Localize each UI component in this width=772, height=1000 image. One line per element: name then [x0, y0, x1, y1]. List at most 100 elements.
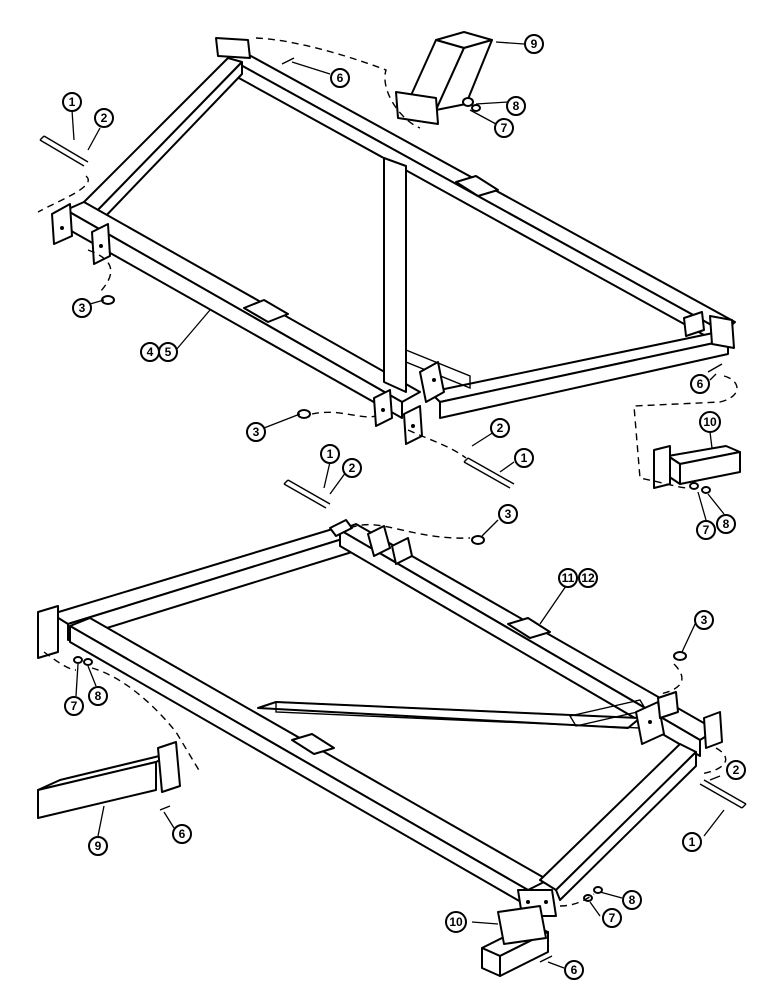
svg-text:1: 1: [327, 447, 334, 461]
svg-text:5: 5: [165, 345, 172, 359]
lower-tube-10: [481, 905, 549, 977]
callout-3-lower-right: 3: [694, 610, 714, 630]
svg-text:2: 2: [733, 763, 740, 777]
svg-text:8: 8: [95, 689, 102, 703]
upper-cross-brace: [405, 348, 471, 390]
svg-text:6: 6: [179, 827, 186, 841]
upper-dashed-lines: [37, 37, 738, 489]
lower-top-plate-b: [367, 525, 391, 557]
lower-short-beam-face: [555, 751, 697, 901]
callout-10-lower: 10: [445, 911, 467, 933]
upper-front-beam-face: [65, 209, 403, 419]
svg-text:7: 7: [609, 911, 616, 925]
lower-right-plate-a: [657, 691, 679, 719]
callout-7-lower-right: 7: [602, 908, 622, 928]
callout-2-upper-center: 2: [490, 418, 510, 438]
svg-text:7: 7: [71, 699, 78, 713]
lower-tube-10-plate: [497, 905, 547, 945]
upper-tube-10-plate: [653, 445, 671, 489]
svg-text:6: 6: [337, 71, 344, 85]
callout-3-upper-left: 3: [72, 298, 92, 318]
svg-text:9: 9: [95, 839, 102, 853]
lower-top-plate-c: [391, 537, 413, 565]
lower-tube-9: [37, 741, 181, 819]
callout-7-upper-top: 7: [494, 118, 514, 138]
upper-center-gusset: [419, 361, 445, 403]
callout-1-lower-top: 1: [320, 444, 340, 464]
svg-text:11: 11: [562, 571, 575, 585]
callout-8-lower-left: 8: [88, 686, 108, 706]
svg-text:3: 3: [253, 425, 260, 439]
lower-front-beam: [69, 617, 549, 891]
upper-tube-9-plate: [395, 91, 439, 125]
upper-top-plate: [215, 37, 251, 59]
svg-text:2: 2: [497, 421, 504, 435]
callout-3-upper-center: 3: [246, 422, 266, 442]
upper-left-plate-a: [51, 203, 73, 245]
svg-text:10: 10: [703, 415, 717, 429]
upper-right-beam: [429, 331, 729, 403]
svg-text:6: 6: [697, 377, 704, 391]
svg-text:8: 8: [513, 99, 520, 113]
svg-text:2: 2: [349, 461, 356, 475]
callout-6-lower-left: 6: [172, 824, 192, 844]
lower-frame: [37, 519, 723, 917]
callout-8-upper-right: 8: [716, 514, 736, 534]
upper-left-beam: [77, 57, 243, 217]
callout-2-lower-top: 2: [342, 458, 362, 478]
svg-text:3: 3: [701, 613, 708, 627]
svg-text:4: 4: [147, 345, 154, 359]
lower-top-plate-a: [329, 519, 353, 537]
svg-text:1: 1: [521, 451, 528, 465]
svg-text:3: 3: [79, 301, 86, 315]
callout-6-upper-right: 6: [690, 374, 710, 394]
callout-5: 5: [158, 342, 178, 362]
callout-2-lower-right: 2: [726, 760, 746, 780]
callout-1-lower-right: 1: [682, 832, 702, 852]
lower-mount-plate-rear: [507, 617, 551, 639]
upper-center-brace: [383, 157, 407, 393]
callout-7-upper-right: 7: [696, 520, 716, 540]
upper-frame: [51, 37, 736, 445]
upper-right-plate: [709, 315, 735, 349]
upper-right-plate-b: [683, 311, 705, 337]
lower-mount-plate-front: [291, 733, 335, 755]
callout-8-lower-right: 8: [622, 890, 642, 910]
callout-8-upper-top: 8: [506, 96, 526, 116]
callout-2-upper-left: 2: [94, 108, 114, 128]
lower-rear-beam: [51, 527, 353, 625]
upper-left-beam-face: [91, 61, 243, 223]
callout-6-lower-bottom: 6: [564, 960, 584, 980]
callout-1-upper-center: 1: [514, 448, 534, 468]
svg-text:10: 10: [449, 915, 463, 929]
svg-text:2: 2: [101, 111, 108, 125]
callout-9-lower: 9: [88, 836, 108, 856]
lower-right-beam-face: [339, 529, 701, 757]
lower-right-plate-b: [703, 711, 723, 749]
callout-12: 12: [578, 568, 598, 588]
svg-text:1: 1: [689, 835, 696, 849]
lower-left-plate: [37, 605, 59, 659]
callout-1-upper-left: 1: [62, 92, 82, 112]
callout-11: 11: [558, 568, 578, 588]
callout-10-upper: 10: [699, 411, 721, 433]
callouts: 1 2 3 4 5 6 9 8: [62, 34, 746, 980]
upper-front-beam: [65, 201, 421, 403]
svg-text:12: 12: [581, 571, 595, 585]
callout-6-upper-top: 6: [330, 68, 350, 88]
lower-short-beam: [539, 743, 697, 891]
upper-tube-9: [395, 31, 493, 125]
svg-text:8: 8: [723, 517, 730, 531]
svg-text:8: 8: [629, 893, 636, 907]
upper-rear-beam-face: [227, 57, 725, 347]
lower-rear-beam-face: [67, 535, 353, 641]
svg-text:6: 6: [571, 963, 578, 977]
leader-lines: [71, 41, 725, 969]
svg-text:9: 9: [531, 37, 538, 51]
upper-mount-plate-rear: [455, 175, 499, 197]
callout-4: 4: [140, 342, 160, 362]
callout-7-lower-left: 7: [64, 696, 84, 716]
svg-text:1: 1: [69, 95, 76, 109]
upper-right-beam-face: [439, 339, 729, 419]
svg-text:7: 7: [703, 523, 710, 537]
